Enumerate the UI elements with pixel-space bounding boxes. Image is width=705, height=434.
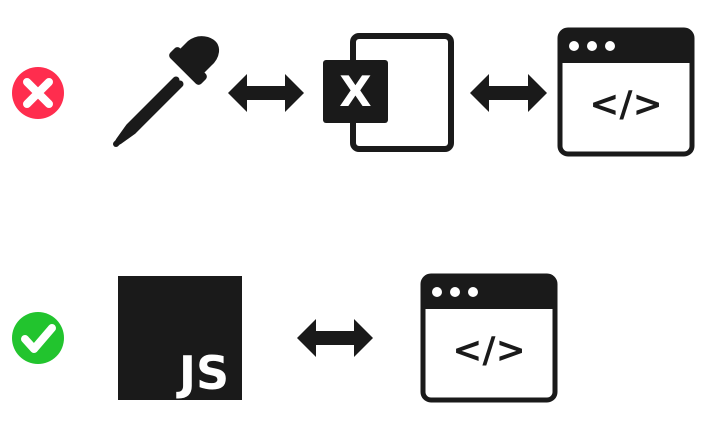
row-good: JS </>	[12, 273, 558, 403]
eyedropper-icon	[113, 36, 220, 147]
javascript-icon: JS	[118, 276, 242, 400]
browser-code-label: </>	[589, 84, 662, 125]
double-arrow-icon	[297, 319, 373, 357]
browser-code-icon: </>	[557, 27, 695, 157]
double-arrow-icon	[228, 74, 304, 112]
browser-code-icon: </>	[420, 273, 558, 403]
excel-file-label: X	[339, 67, 371, 116]
row-bad: X </>	[12, 27, 695, 157]
excel-file-icon: X	[323, 33, 454, 152]
browser-code-label: </>	[452, 330, 525, 371]
x-circle-icon	[12, 67, 64, 119]
checkmark-circle-icon	[12, 312, 64, 364]
double-arrow-icon	[470, 74, 547, 112]
javascript-label: JS	[176, 346, 229, 400]
